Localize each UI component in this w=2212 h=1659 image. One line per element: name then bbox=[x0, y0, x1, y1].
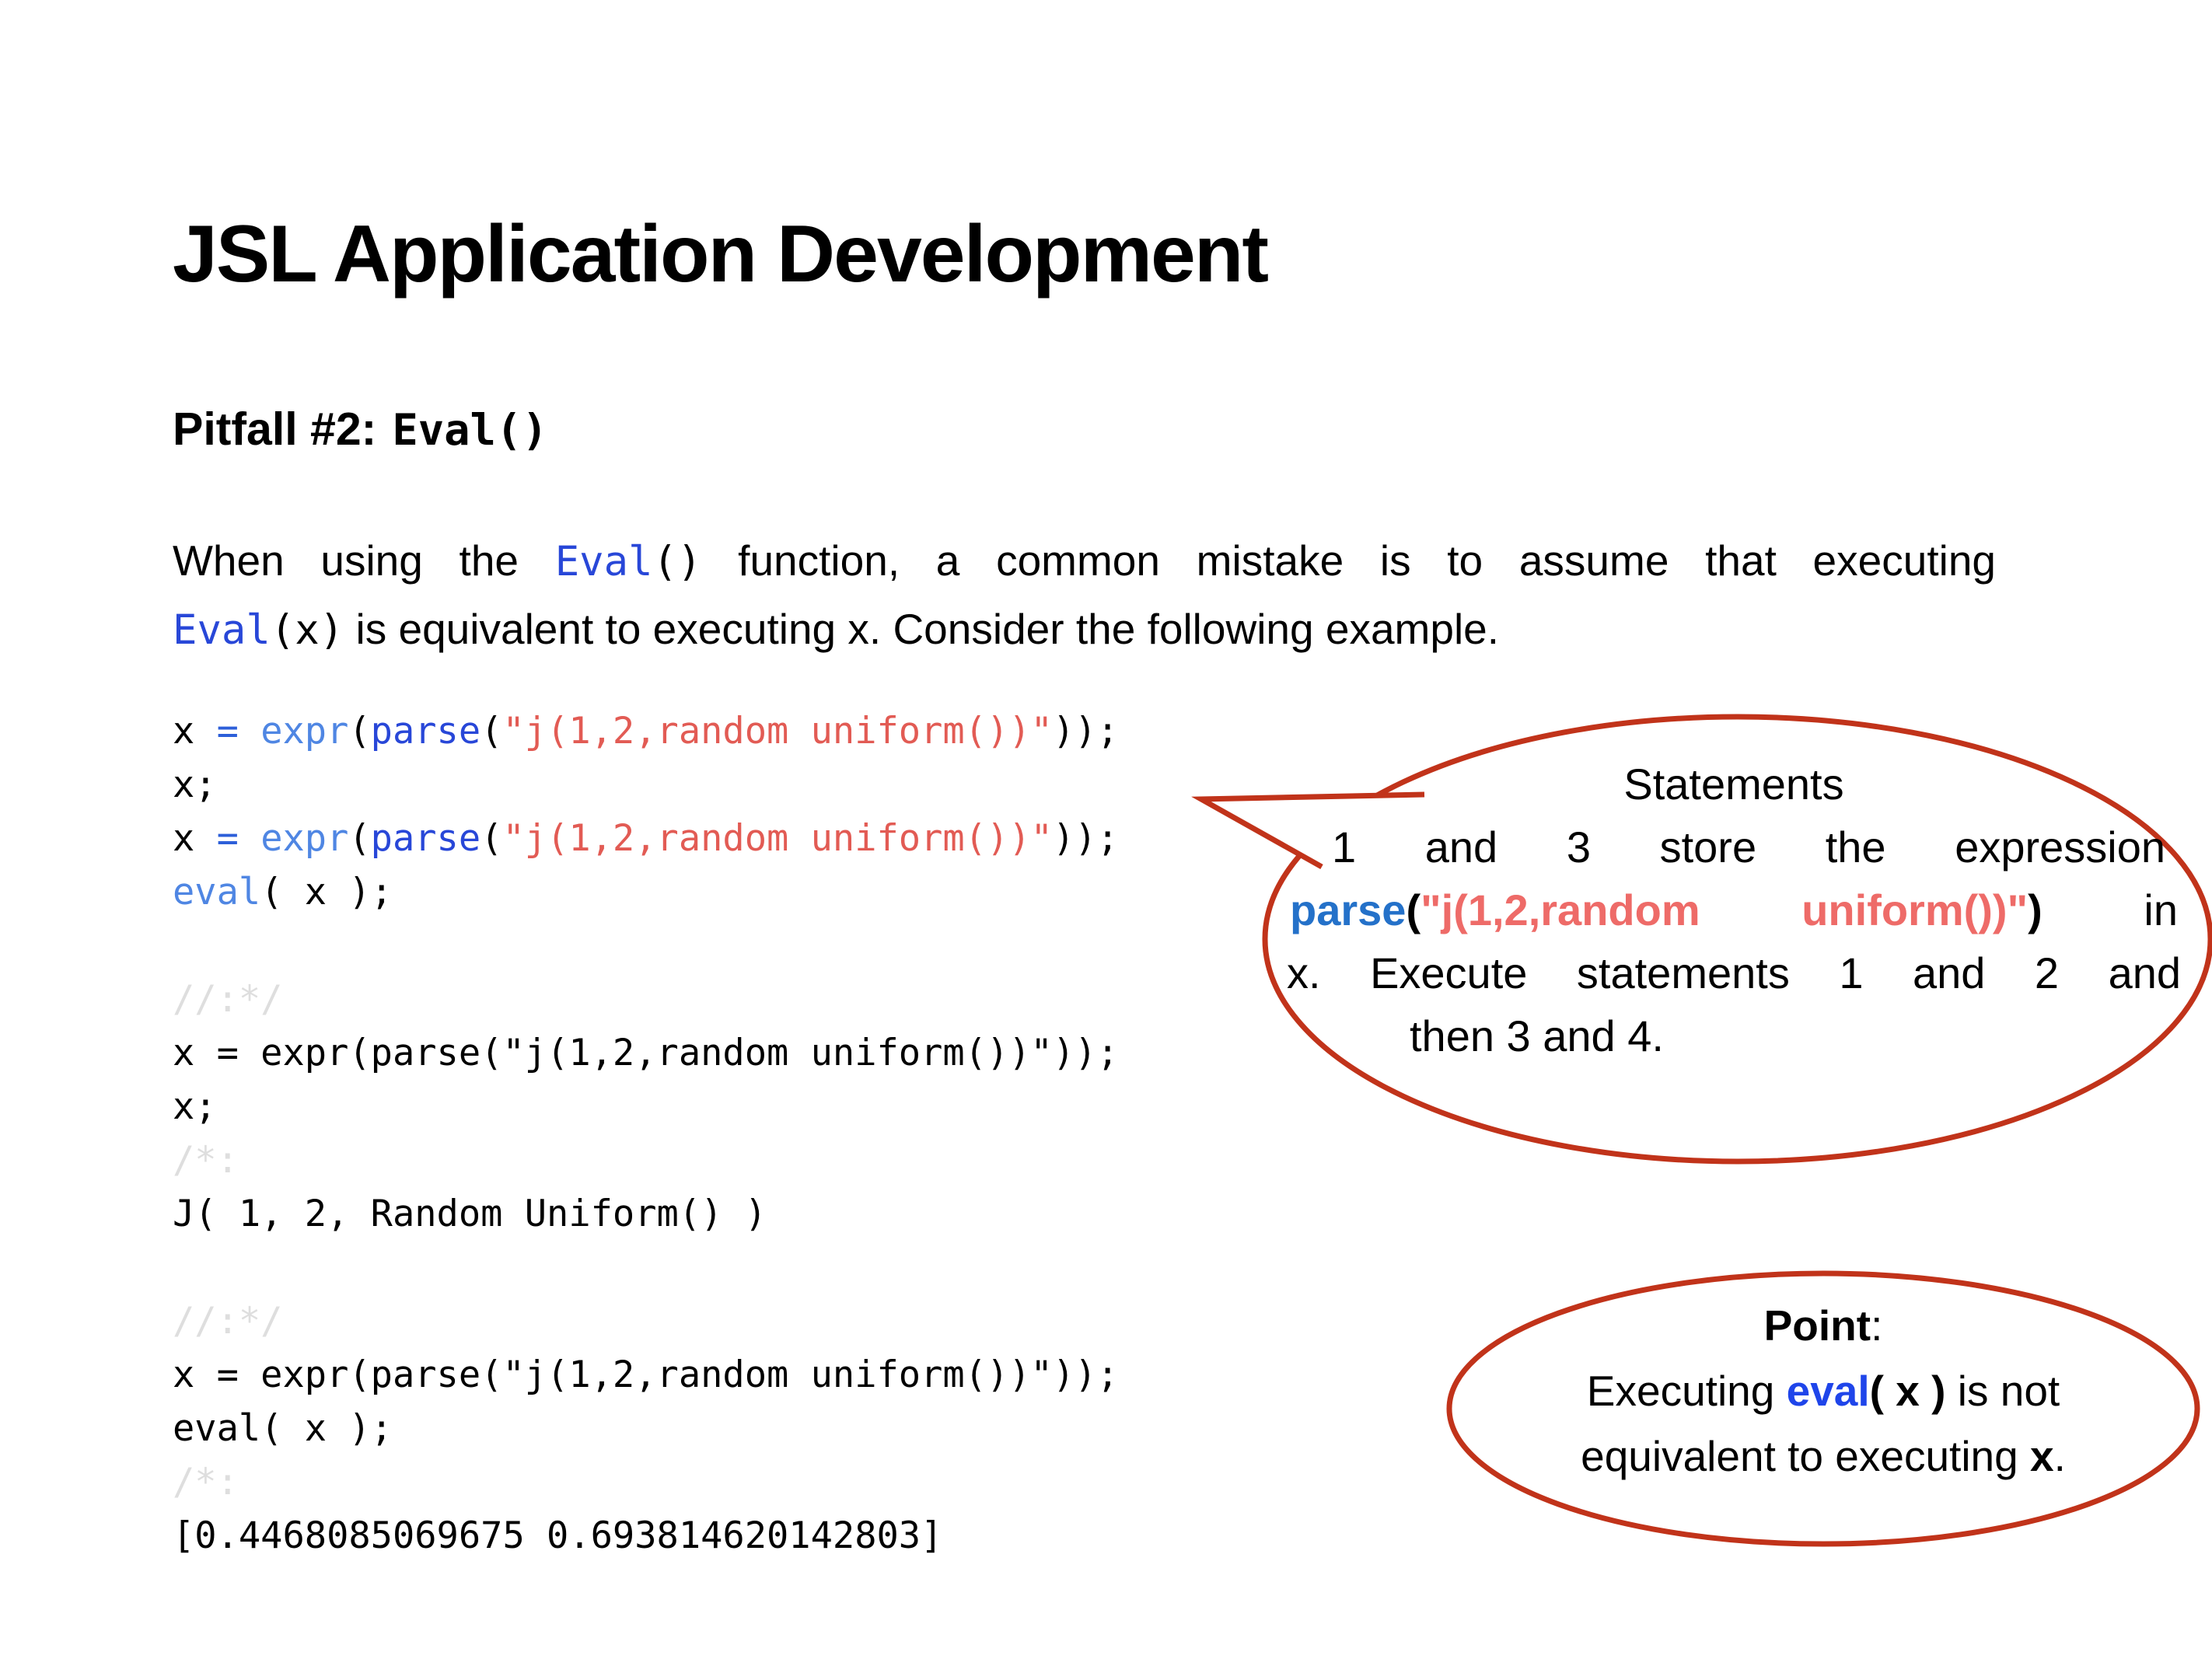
code-line: x; bbox=[173, 763, 217, 806]
intro-line: Eval(x) is equivalent to executing x. Co… bbox=[173, 605, 1500, 654]
section-subtitle: Pitfall #2: Eval() bbox=[173, 403, 548, 456]
code-line: x; bbox=[173, 1085, 217, 1128]
intro-line: When using the Eval() function, a common… bbox=[173, 536, 1996, 585]
bubble-line: then 3 and 4. bbox=[1410, 1011, 1664, 1060]
code-line: x = expr(parse("j(1,2,random uniform())"… bbox=[173, 710, 1119, 753]
point-line: Executing eval( x ) is not bbox=[1586, 1367, 2060, 1415]
point-callout-text: Point: Executing eval( x ) is not equiva… bbox=[1473, 1293, 2173, 1489]
bubble-line: 1 and 3 store the expression bbox=[1332, 823, 2165, 871]
speech-bubble-tail-fill bbox=[1201, 795, 1424, 867]
intro-paragraph: When using the Eval() function, a common… bbox=[173, 527, 1996, 664]
speech-bubble-tail-outline bbox=[1191, 791, 1425, 870]
bubble-line: Statements bbox=[1623, 760, 1844, 809]
bubble-line: x. Execute statements 1 and 2 and bbox=[1287, 948, 2181, 997]
code-line: /*: bbox=[173, 1461, 239, 1504]
code-block: x = expr(parse("j(1,2,random uniform())"… bbox=[173, 704, 1119, 1563]
code-line: x = expr(parse("j(1,2,random uniform())"… bbox=[173, 1353, 1119, 1396]
subtitle-prefix: Pitfall #2: bbox=[173, 403, 377, 455]
bubble-line: parse("j(1,2,random uniform())") in bbox=[1290, 885, 2178, 934]
code-line: eval( x ); bbox=[173, 1407, 393, 1450]
code-line: //:*/ bbox=[173, 978, 283, 1021]
speech-bubble-ellipse bbox=[1262, 714, 2212, 1165]
point-line: equivalent to executing x. bbox=[1581, 1432, 2066, 1480]
code-line: J( 1, 2, Random Uniform() ) bbox=[173, 1193, 767, 1235]
speech-bubble-text: Statements 1 and 3 store the expression … bbox=[1287, 753, 2181, 1067]
code-line: eval( x ); bbox=[173, 871, 393, 913]
point-ellipse bbox=[1446, 1270, 2200, 1547]
code-line: /*: bbox=[173, 1139, 239, 1182]
code-line: //:*/ bbox=[173, 1300, 283, 1343]
code-line: [0.4468085069675 0.693814620142803] bbox=[173, 1514, 943, 1557]
page-title: JSL Application Development bbox=[173, 209, 1269, 299]
code-line: x = expr(parse("j(1,2,random uniform())"… bbox=[173, 1032, 1119, 1074]
point-title: Point: bbox=[1763, 1301, 1883, 1350]
code-line: x = expr(parse("j(1,2,random uniform())"… bbox=[173, 817, 1119, 860]
subtitle-code-term: Eval() bbox=[392, 406, 548, 456]
